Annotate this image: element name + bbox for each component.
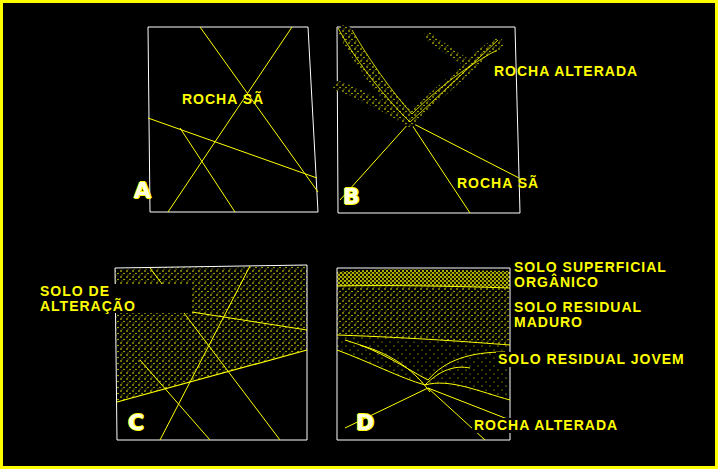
panel-letter: D [356, 412, 374, 434]
layer-label: SOLO DE ALTERAÇÃO [38, 284, 192, 313]
panel-d [337, 268, 510, 440]
panel-a [148, 27, 318, 212]
layer-label: ROCHA SÃ [182, 92, 264, 107]
layer-label: SOLO RESIDUAL JOVEM [496, 352, 687, 367]
layer-label: ROCHA ALTERADA [472, 418, 620, 433]
panel-letter: A [134, 180, 151, 202]
panel-letter: C [128, 412, 144, 434]
panel-letter: B [343, 186, 360, 208]
layer-label: SOLO SUPERFICIAL ORGÂNICO [514, 260, 710, 289]
layer-label: SOLO RESIDUAL MADURO [514, 300, 664, 329]
layer-label: ROCHA SÃ [457, 176, 539, 191]
layer-label: ROCHA ALTERADA [494, 64, 638, 79]
